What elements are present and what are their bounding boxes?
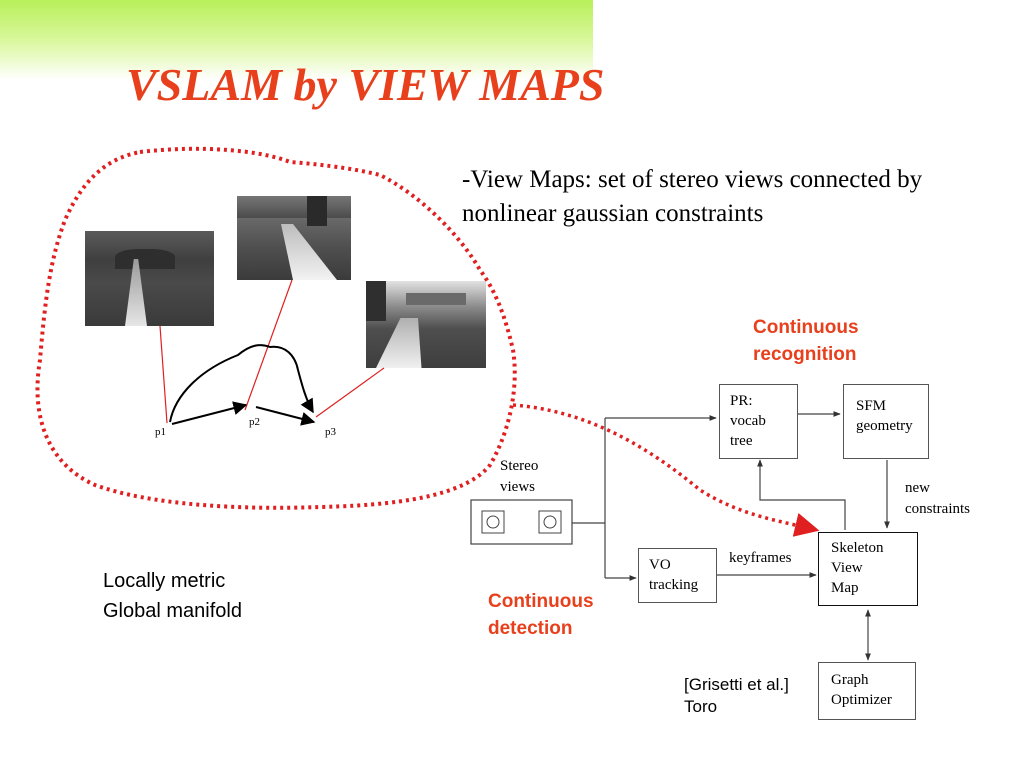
locally-metric-label: Locally metric [103,570,226,592]
view-maps-description: -View Maps: set of stereo views connecte… [462,166,923,227]
pose-label-p3: p3 [325,426,336,438]
stereo-camera-icon [470,499,573,545]
vo-tracking-block: VO tracking [638,548,717,603]
view-map-outline [35,146,517,510]
photo2-connector [244,279,293,411]
view-photo-3 [366,281,486,368]
keyframes-label: keyframes [729,550,792,566]
title-band [0,0,593,80]
pose-label-p1: p1 [155,426,166,438]
skeleton-view-map-block: Skeleton View Map [818,532,918,606]
global-manifold-label: Global manifold [103,600,242,622]
photo1-connector [159,325,168,424]
photo3-connector [315,367,385,418]
pose-edge-p1-p2 [171,401,248,425]
view-photo-1 [85,231,214,326]
pose-label-p2: p2 [249,416,260,428]
graph-optimizer-block: Graph Optimizer [818,662,916,720]
stereo-views-label: Stereo views [500,458,539,495]
pose-edge-p1-p3-curve [169,344,314,423]
continuous-recognition-label: Continuous recognition [753,317,859,365]
pose-edge-p2-p3 [255,406,316,426]
pr-vocab-tree-block: PR: vocab tree [719,384,798,459]
view-photo-2 [237,196,351,280]
new-constraints-label: new constraints [905,480,970,517]
slide-title: VSLAM by VIEW MAPS [126,59,605,110]
sfm-geometry-block: SFM geometry [843,384,929,459]
continuous-detection-label: Continuous detection [488,591,594,639]
citation-label: [Grisetti et al.] Toro [684,675,789,716]
